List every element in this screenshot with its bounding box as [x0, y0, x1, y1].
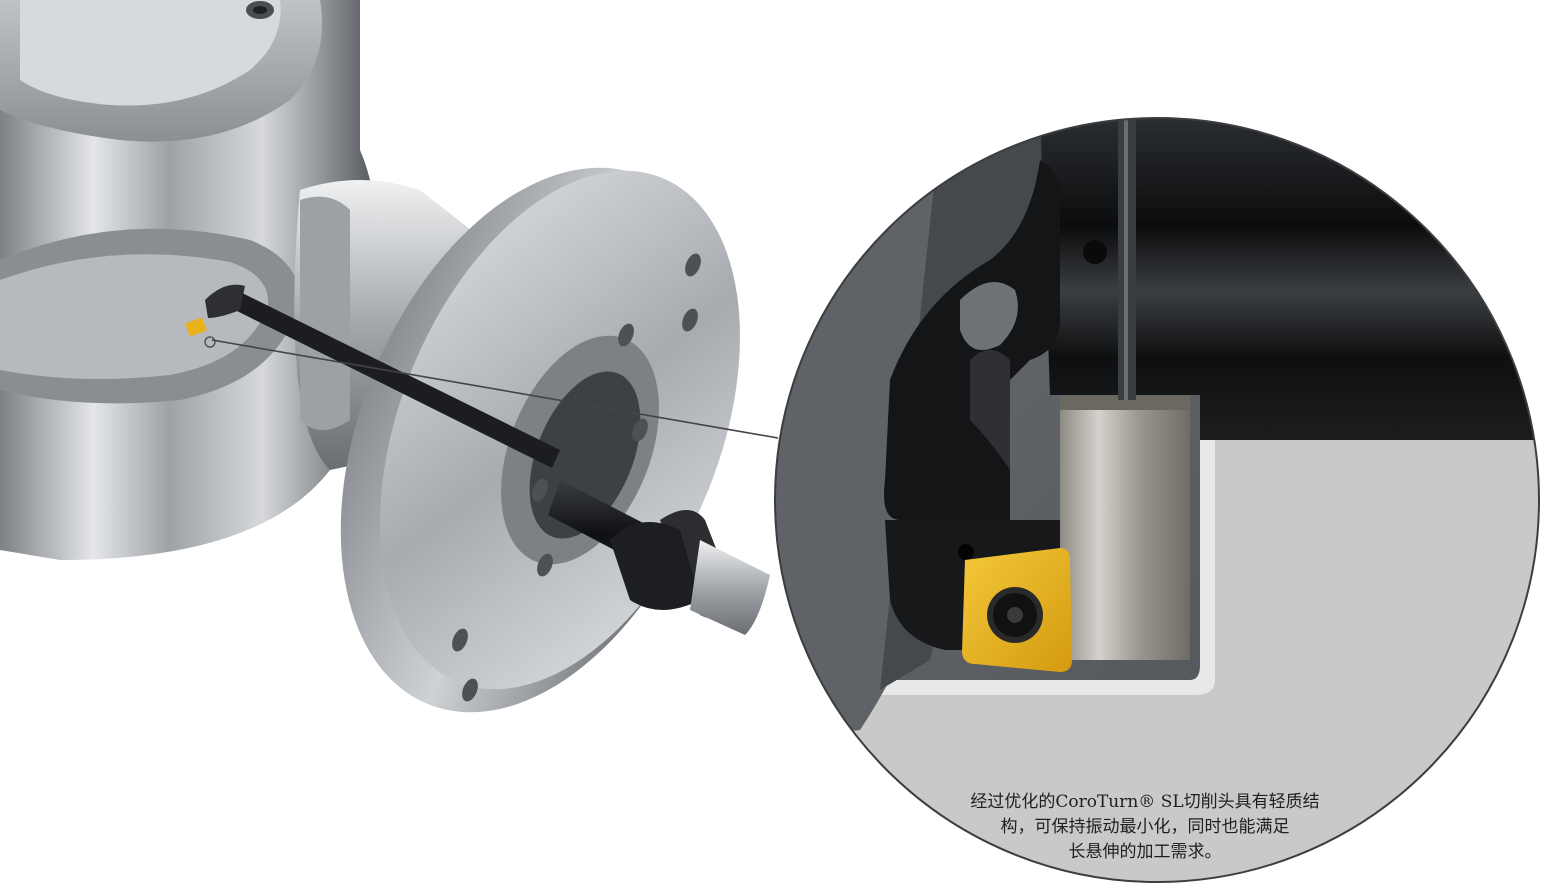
insert-icon	[185, 317, 207, 337]
callout-line	[211, 339, 779, 439]
internal-tool	[185, 284, 560, 468]
caption-line-1: 经过优化的CoroTurn® SL切削头具有轻质结	[970, 792, 1320, 812]
caption-line-2: 构，可保持振动最小化，同时也能满足	[1000, 817, 1290, 837]
insert-detail	[962, 548, 1072, 672]
caption-line-3: 长悬伸的加工需求。	[1068, 842, 1222, 862]
zoom-circle-border	[774, 117, 1540, 883]
boring-bar	[548, 480, 770, 635]
zoom-detail	[775, 118, 1539, 882]
caption: 经过优化的CoroTurn® SL切削头具有轻质结 构，可保持振动最小化，同时也…	[905, 790, 1385, 865]
